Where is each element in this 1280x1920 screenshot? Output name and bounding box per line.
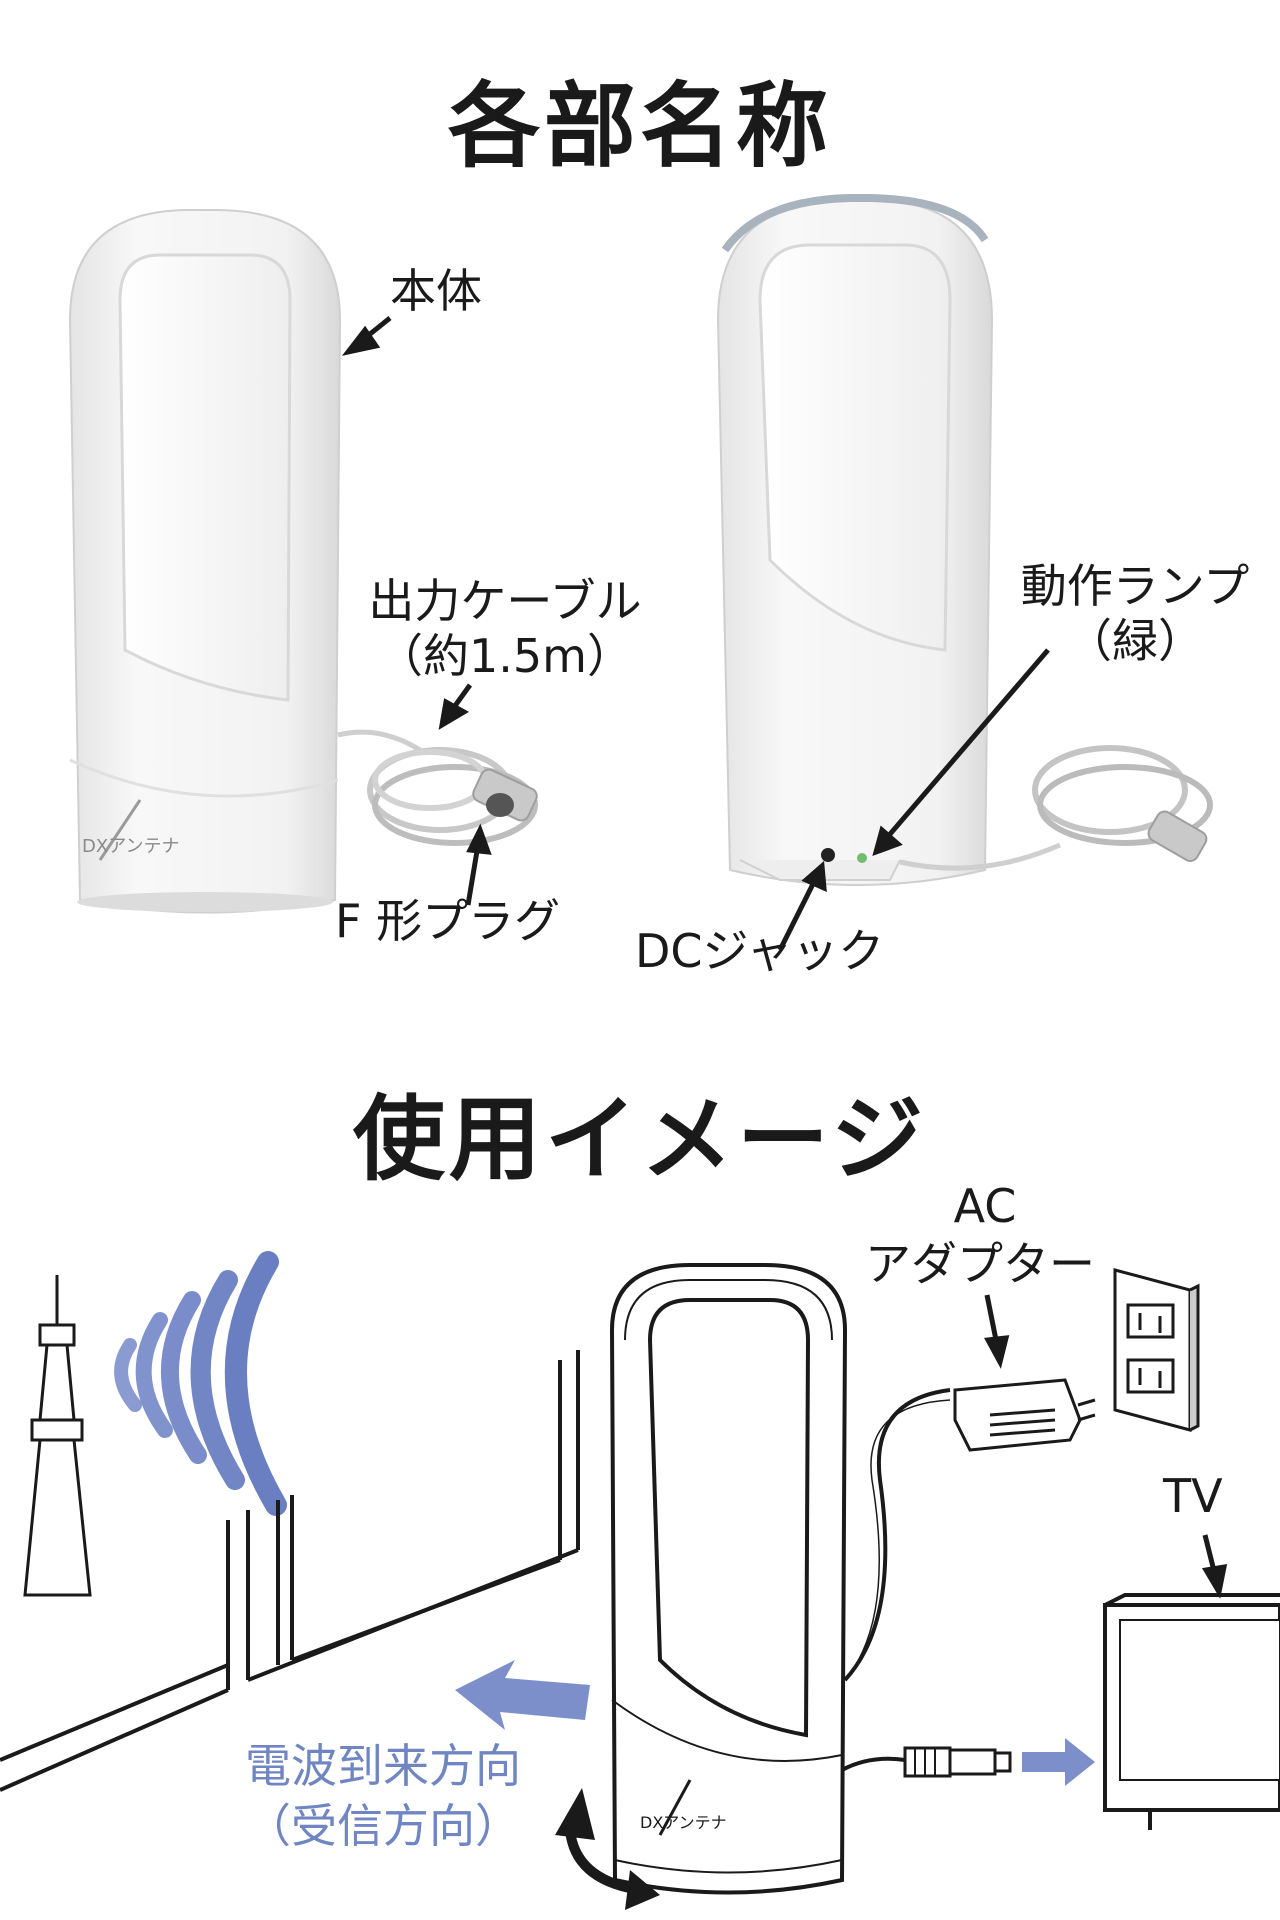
adapter-cable [843,1388,951,1682]
wall-outlet-icon [1113,1268,1200,1432]
tv-icon [1103,1593,1280,1830]
signal-to-tv-arrow [1022,1738,1095,1786]
label-f-plug: F 形プラグ [335,894,561,948]
section-title-usage: 使用イメージ [352,1086,928,1193]
label-dc-jack: DCジャック [635,924,885,978]
label-status-lamp: 動作ランプ [1020,559,1250,613]
front-brand-logo: DXアンテナ [82,836,179,857]
label-wave-direction: 電波到来方向 [245,1739,521,1793]
antenna-front-view: DXアンテナ [68,209,342,914]
status-lamp-led [857,853,867,863]
label-body: 本体 [390,264,482,318]
back-cable-coil [899,745,1213,871]
wave-direction-arrow [455,1660,590,1730]
rotation-arrow-icon [555,1788,660,1910]
label-ac: AC [953,1179,1017,1233]
antenna-usage-device: DXアンテナ [609,1263,848,1895]
output-cable-coil [337,729,538,846]
antenna-back-view [716,194,994,886]
label-receive-direction: （受信方向） [245,1799,521,1853]
broadcast-tower-icon [23,1275,92,1597]
radio-wave-icon [114,1251,287,1516]
usage-arrows [984,1294,1228,1599]
usage-brand-logo: DXアンテナ [640,1813,727,1832]
dc-jack-port [821,848,835,862]
label-status-lamp-color: （緑） [1066,614,1204,668]
ac-adapter-icon [953,1378,1096,1452]
label-tv: TV [1163,1469,1223,1523]
label-output-cable: 出力ケーブル [368,574,642,628]
tv-cable [841,1746,1012,1778]
section-title-parts: 各部名称 [447,73,832,180]
label-output-cable-length: （約1.5m） [377,629,633,683]
label-adapter: アダプター [865,1237,1095,1291]
room-walls [0,1350,580,1792]
parts-arrows [341,316,1050,952]
